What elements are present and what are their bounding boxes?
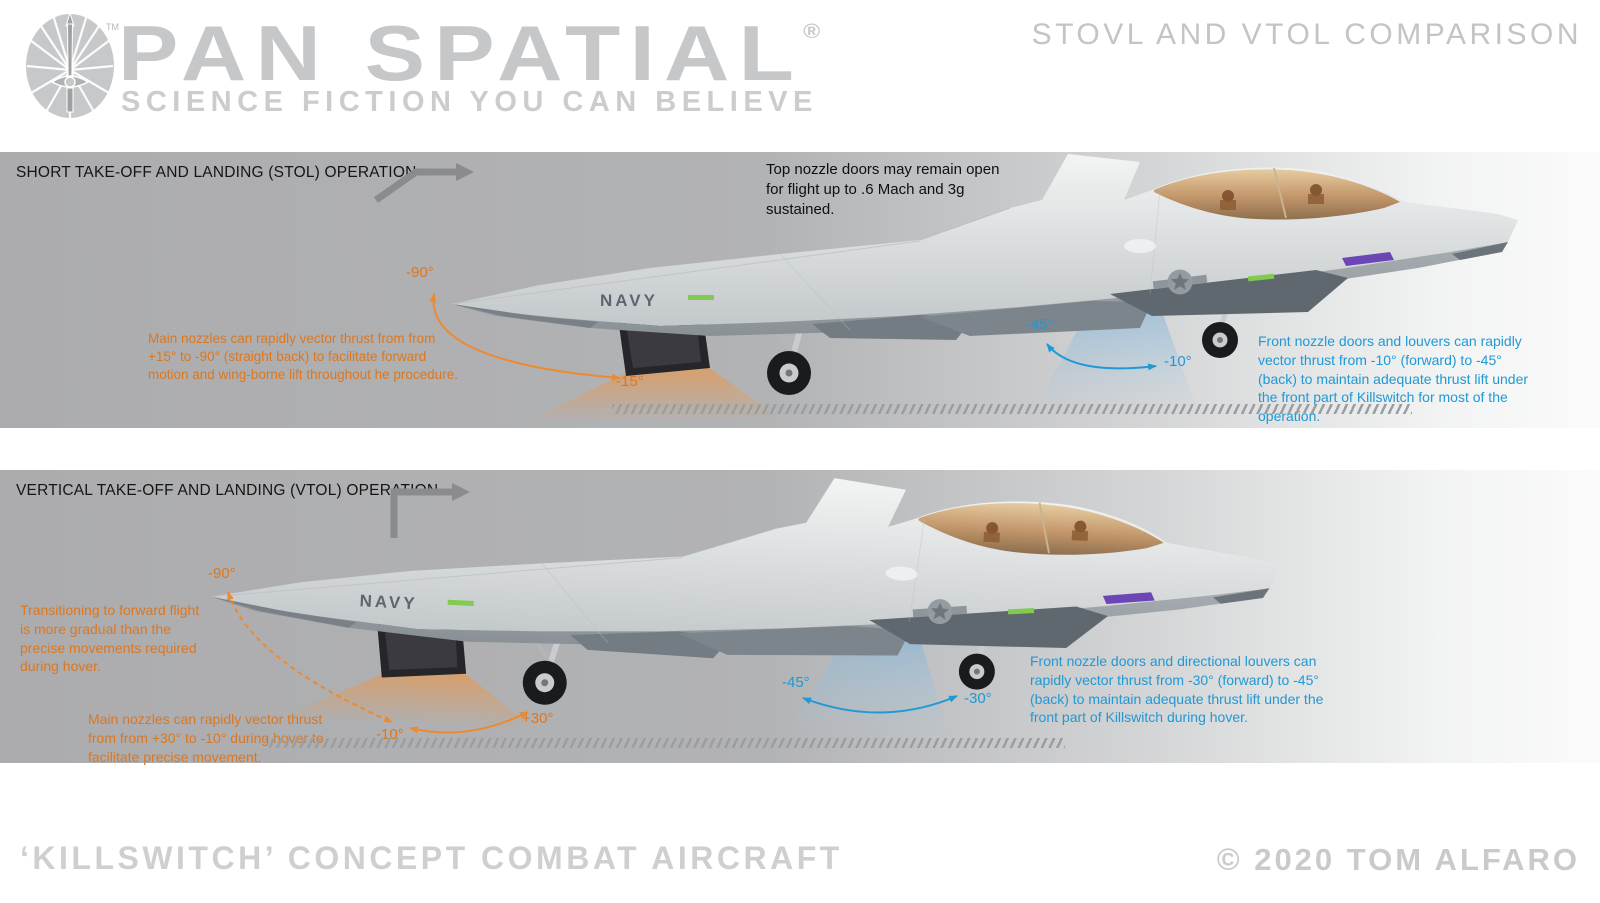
stol-panel: SHORT TAKE-OFF AND LANDING (STOL) OPERAT… bbox=[0, 152, 1600, 428]
front-angle-lower: -10° bbox=[1164, 353, 1192, 370]
comparison-title: STOVL AND VTOL COMPARISON bbox=[1031, 18, 1582, 51]
ground-hatch bbox=[612, 404, 1412, 414]
pan-spatial-logo-icon: TM bbox=[26, 11, 119, 118]
front-angle-upper: -45° bbox=[1026, 316, 1054, 333]
main-nozzle-note: Main nozzles can rapidly vector thrust f… bbox=[148, 331, 458, 383]
vtol-panel: VERTICAL TAKE-OFF AND LANDING (VTOL) OPE… bbox=[0, 470, 1600, 763]
main-angle-upper: -90° bbox=[208, 565, 236, 582]
stol-panel-title: SHORT TAKE-OFF AND LANDING (STOL) OPERAT… bbox=[16, 164, 417, 181]
front-nozzle-note: Front nozzle doors and louvers can rapid… bbox=[1258, 333, 1529, 424]
front-nozzle-note: Front nozzle doors and directional louve… bbox=[1030, 653, 1324, 726]
brand-tagline: SCIENCE FICTION YOU CAN BELIEVE bbox=[121, 86, 818, 118]
top-nozzle-note: Top nozzle doors may remain open for fli… bbox=[766, 161, 1000, 219]
front-angle-left: -45° bbox=[782, 674, 810, 691]
main-nozzle-note: Main nozzles can rapidly vector thrust f… bbox=[88, 711, 324, 765]
copyright-credit: © 2020 TOM ALFARO bbox=[1216, 842, 1580, 877]
vtol-trajectory-arrow-icon bbox=[390, 483, 470, 538]
front-angle-right: -30° bbox=[964, 690, 992, 707]
ground-hatch bbox=[265, 738, 1065, 748]
main-angle-right: +30° bbox=[522, 710, 554, 727]
vtol-panel-title: VERTICAL TAKE-OFF AND LANDING (VTOL) OPE… bbox=[16, 482, 439, 499]
registered-mark: ® bbox=[803, 21, 821, 43]
stol-trajectory-arrow-icon bbox=[373, 163, 474, 203]
main-angle-upper: -90° bbox=[406, 264, 434, 281]
logo-trademark: TM bbox=[106, 22, 119, 32]
concept-title: ‘KILLSWITCH’ CONCEPT COMBAT AIRCRAFT bbox=[20, 840, 843, 876]
brand-title: PAN SPATIAL® bbox=[118, 9, 821, 97]
main-angle-lower: -15° bbox=[616, 373, 644, 390]
transition-note: Transitioning to forward flight is more … bbox=[20, 602, 200, 675]
